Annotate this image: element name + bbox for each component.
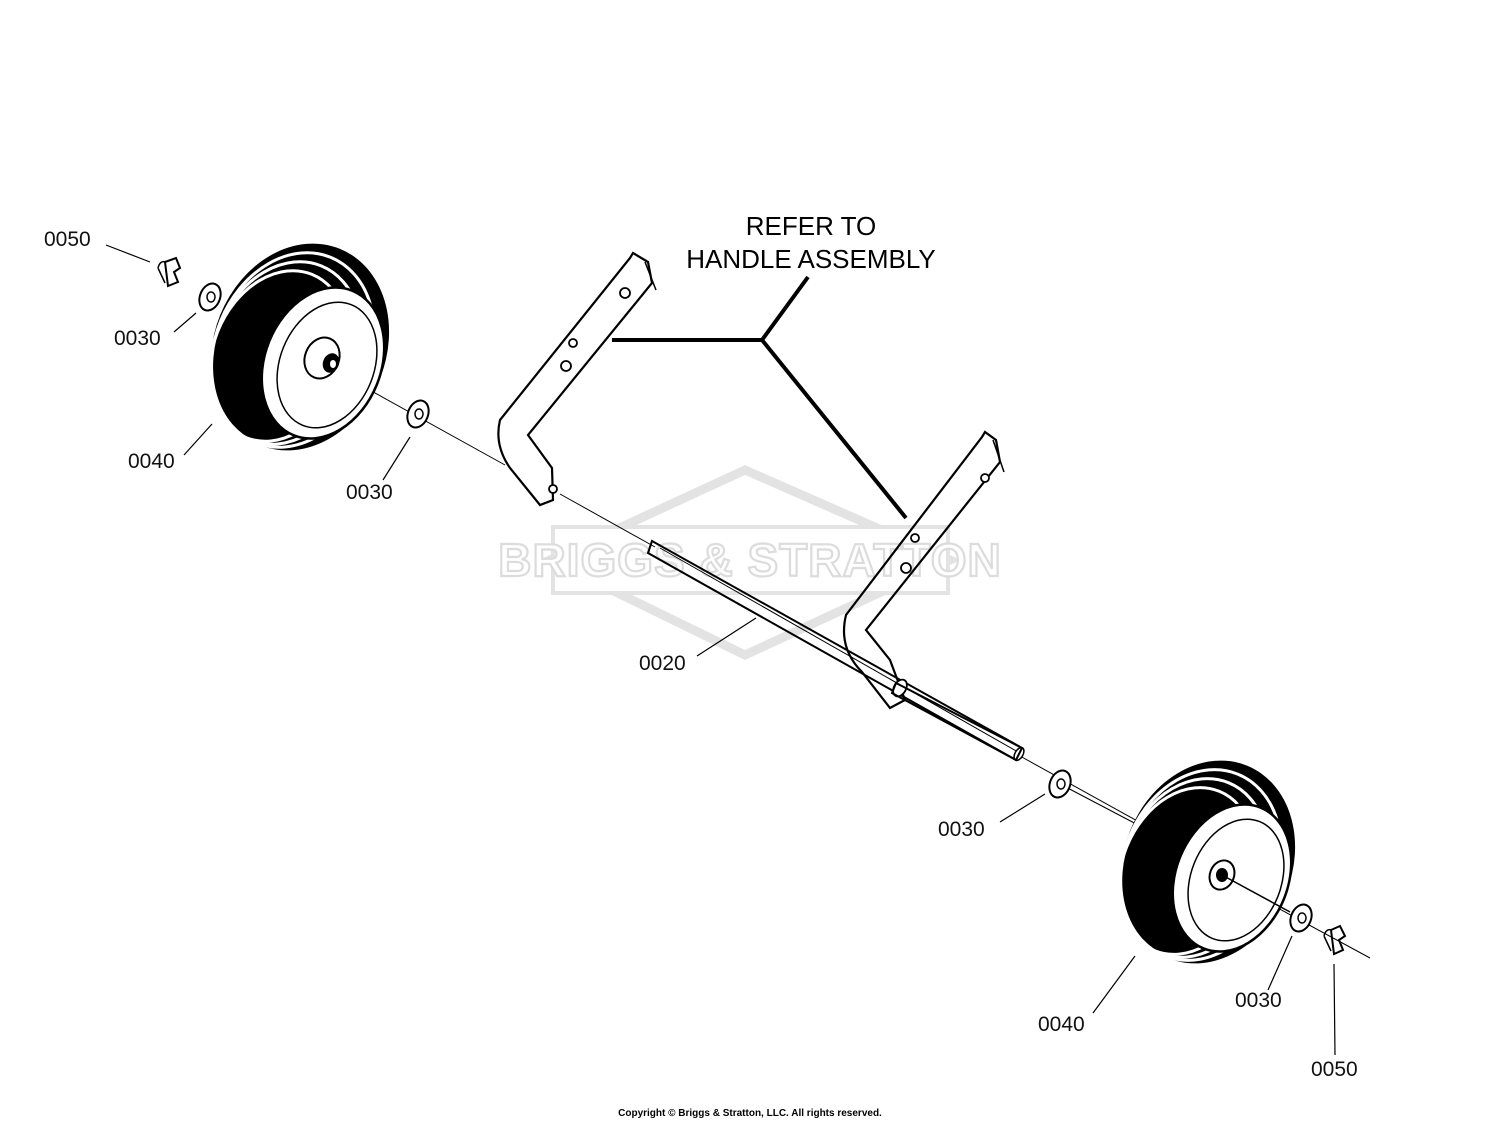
- briggs-stratton-watermark: BRIGGS & STRATTON: [497, 465, 1002, 660]
- callout-washer-right-inner: 0030: [938, 818, 985, 841]
- callout-washer-left-inner: 0030: [346, 481, 393, 504]
- washer-left-inner: [406, 399, 430, 429]
- callout-clip-left: 0050: [44, 228, 91, 251]
- callout-washer-left-outer: 0030: [114, 327, 161, 350]
- handle-bracket-right: [842, 430, 1024, 762]
- leader-lines: [105, 244, 1336, 1056]
- clip-right: [1323, 924, 1347, 956]
- washer-right-outer: [1289, 903, 1313, 933]
- washer-right-inner: [1048, 769, 1072, 799]
- callout-axle: 0020: [639, 652, 686, 675]
- wheel-left: [207, 243, 390, 451]
- callout-wheel-left: 0040: [128, 450, 175, 473]
- callout-washer-right-outer: 0030: [1235, 989, 1282, 1012]
- refer-note-line1: REFER TO: [746, 211, 877, 241]
- callout-wheel-right: 0040: [1038, 1013, 1085, 1036]
- clip-left: [157, 256, 182, 288]
- copyright-notice: Copyright © Briggs & Stratton, LLC. All …: [618, 1108, 882, 1119]
- handle-bracket-left: [497, 251, 657, 507]
- refer-pointer-lines: [612, 275, 908, 520]
- refer-note-line2: HANDLE ASSEMBLY: [686, 244, 936, 274]
- wheel-right: [1117, 760, 1296, 964]
- washer-left-outer: [198, 282, 222, 312]
- watermark-text: BRIGGS & STRATTON: [498, 534, 1001, 586]
- callout-clip-right: 0050: [1311, 1058, 1358, 1081]
